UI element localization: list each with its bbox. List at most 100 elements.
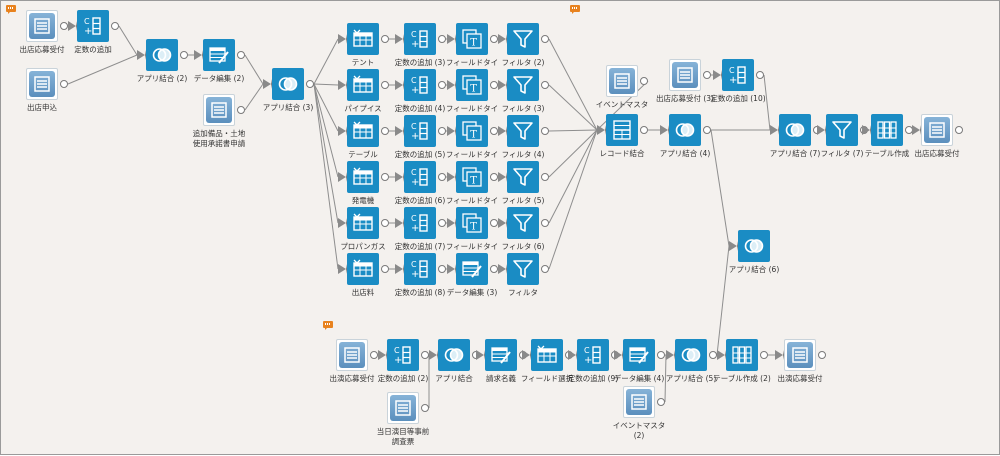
app-data-icon[interactable]: [784, 339, 816, 371]
input-port[interactable]: [498, 34, 507, 44]
flow-node[interactable]: データ編集 (2): [194, 39, 245, 83]
input-port[interactable]: [447, 264, 456, 274]
input-port[interactable]: [429, 350, 438, 360]
input-port[interactable]: [68, 21, 77, 31]
flow-node[interactable]: テント: [338, 23, 389, 67]
add-constant-icon[interactable]: C+: [404, 207, 436, 239]
flow-node[interactable]: アプリ結合: [429, 339, 480, 383]
input-port[interactable]: [713, 70, 722, 80]
input-port[interactable]: [498, 218, 507, 228]
app-data-icon[interactable]: [26, 10, 58, 42]
input-port[interactable]: [862, 125, 871, 135]
flow-node[interactable]: 当日演目等事前 調査票: [377, 392, 429, 446]
flow-node[interactable]: アプリ結合 (2): [137, 39, 188, 83]
comment-icon[interactable]: [6, 5, 16, 14]
flow-node[interactable]: パイプイス: [338, 69, 389, 113]
input-port[interactable]: [338, 218, 347, 228]
flow-node[interactable]: テーブル作成: [862, 114, 913, 158]
flow-node[interactable]: 出店応募受付: [912, 114, 963, 158]
data-edit-icon[interactable]: [456, 253, 488, 285]
output-port[interactable]: [490, 81, 498, 89]
add-constant-icon[interactable]: C+: [404, 161, 436, 193]
input-port[interactable]: [395, 126, 404, 136]
flow-node[interactable]: データ編集 (4): [614, 339, 665, 383]
add-constant-icon[interactable]: C+: [77, 10, 109, 42]
output-port[interactable]: [438, 173, 446, 181]
output-port[interactable]: [541, 35, 549, 43]
flow-node[interactable]: フィルタ: [498, 253, 549, 297]
add-constant-icon[interactable]: C+: [404, 23, 436, 55]
output-port[interactable]: [541, 173, 549, 181]
flow-node[interactable]: 出店申込: [26, 68, 68, 112]
app-data-icon[interactable]: [336, 339, 368, 371]
flow-node[interactable]: 出演応募受付: [775, 339, 826, 383]
flow-node[interactable]: データ編集 (3): [447, 253, 498, 297]
data-edit-icon[interactable]: [485, 339, 517, 371]
output-port[interactable]: [760, 351, 768, 359]
flow-node[interactable]: レコード結合: [597, 114, 648, 158]
filter-icon[interactable]: [507, 161, 539, 193]
record-join-icon[interactable]: [606, 114, 638, 146]
input-port[interactable]: [614, 350, 623, 360]
input-port[interactable]: [770, 125, 779, 135]
field-table-icon[interactable]: [531, 339, 563, 371]
app-join-icon[interactable]: [146, 39, 178, 71]
filter-icon[interactable]: [507, 23, 539, 55]
flow-node[interactable]: C+定数の追加 (5): [395, 115, 446, 159]
flow-node[interactable]: イベントマスタ: [596, 65, 648, 109]
output-port[interactable]: [111, 22, 119, 30]
flow-node[interactable]: C+定数の追加 (9): [568, 339, 619, 383]
field-table-icon[interactable]: [347, 161, 379, 193]
input-port[interactable]: [447, 126, 456, 136]
input-port[interactable]: [597, 125, 606, 135]
add-constant-icon[interactable]: C+: [404, 115, 436, 147]
output-port[interactable]: [818, 351, 826, 359]
input-port[interactable]: [338, 264, 347, 274]
comment-icon[interactable]: [323, 321, 333, 330]
field-table-icon[interactable]: [347, 115, 379, 147]
output-port[interactable]: [381, 127, 389, 135]
flow-node[interactable]: アプリ結合 (5): [666, 339, 717, 383]
input-port[interactable]: [912, 125, 921, 135]
input-port[interactable]: [395, 264, 404, 274]
input-port[interactable]: [568, 350, 577, 360]
output-port[interactable]: [490, 265, 498, 273]
field-type-icon[interactable]: T: [456, 115, 488, 147]
field-type-icon[interactable]: T: [456, 207, 488, 239]
output-port[interactable]: [237, 106, 245, 114]
output-port[interactable]: [60, 80, 68, 88]
flow-node[interactable]: C+定数の追加 (6): [395, 161, 446, 205]
input-port[interactable]: [447, 218, 456, 228]
flow-node[interactable]: イベントマスタ (2): [613, 386, 665, 440]
input-port[interactable]: [395, 34, 404, 44]
flow-node[interactable]: 出店料: [338, 253, 389, 297]
flow-node[interactable]: アプリ結合 (4): [660, 114, 711, 158]
flow-node[interactable]: 請求名義: [476, 339, 527, 383]
flow-node[interactable]: C+定数の追加 (8): [395, 253, 446, 297]
add-constant-icon[interactable]: C+: [577, 339, 609, 371]
output-port[interactable]: [60, 22, 68, 30]
output-port[interactable]: [640, 77, 648, 85]
input-port[interactable]: [338, 34, 347, 44]
output-port[interactable]: [490, 127, 498, 135]
input-port[interactable]: [729, 241, 738, 251]
input-port[interactable]: [447, 34, 456, 44]
flow-node[interactable]: C+定数の追加 (4): [395, 69, 446, 113]
output-port[interactable]: [180, 51, 188, 59]
input-port[interactable]: [522, 350, 531, 360]
flow-node[interactable]: 発電機: [338, 161, 389, 205]
flow-node[interactable]: アプリ結合 (3): [263, 68, 314, 112]
app-join-icon[interactable]: [738, 230, 770, 262]
flow-node[interactable]: テーブル: [338, 115, 389, 159]
output-port[interactable]: [756, 71, 764, 79]
input-port[interactable]: [775, 350, 784, 360]
table-create-icon[interactable]: [726, 339, 758, 371]
input-port[interactable]: [817, 125, 826, 135]
add-constant-icon[interactable]: C+: [387, 339, 419, 371]
app-data-icon[interactable]: [623, 386, 655, 418]
output-port[interactable]: [237, 51, 245, 59]
flow-node[interactable]: 追加備品・土地 使用承諾書申請: [193, 94, 245, 148]
